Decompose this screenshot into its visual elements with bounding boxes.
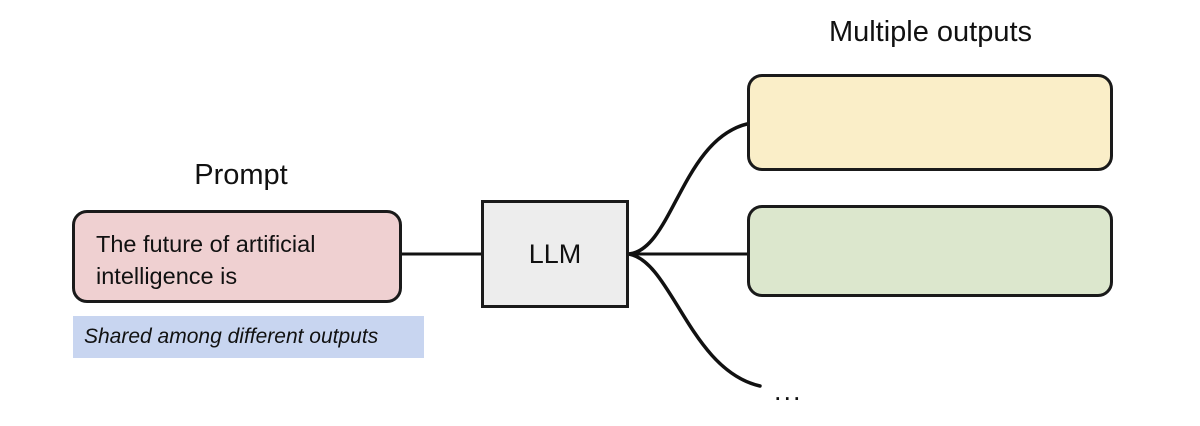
more-outputs-ellipsis: ... — [774, 376, 803, 406]
output-box-1[interactable] — [747, 74, 1113, 171]
prompt-text: The future of artificial intelligence is — [96, 231, 316, 289]
llm-label: LLM — [528, 238, 582, 269]
prompt-section-label: Prompt — [194, 159, 288, 191]
prompt-box[interactable]: The future of artificial intelligence is — [72, 210, 402, 303]
outputs-section-label: Multiple outputs — [828, 16, 1033, 48]
shared-annotation: Shared among different outputs — [73, 316, 424, 358]
edge-llm-to-more — [627, 252, 762, 388]
output-box-2[interactable] — [747, 205, 1113, 297]
llm-box[interactable]: LLM — [481, 200, 629, 308]
edge-llm-to-output-1 — [627, 122, 749, 256]
shared-annotation-text: Shared among different outputs — [84, 325, 379, 348]
